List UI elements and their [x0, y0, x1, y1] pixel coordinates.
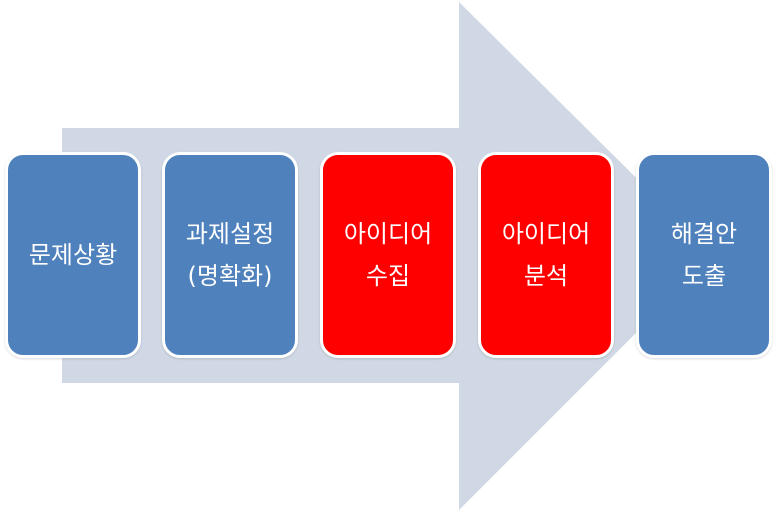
step-label-line: 해결안 — [670, 220, 738, 248]
step-box-idea-collection: 아이디어 수집 — [320, 152, 456, 358]
step-label-line: 수집 — [365, 262, 411, 290]
step-label-line: 분석 — [523, 262, 569, 290]
step-label-line: 아이디어 — [501, 220, 591, 248]
step-box-idea-analysis: 아이디어 분석 — [478, 152, 614, 358]
step-label-line: 도출 — [681, 262, 727, 290]
step-label-line: 아이디어 — [343, 220, 433, 248]
step-box-task-setting: 과제설정 (명확화) — [162, 152, 298, 358]
step-box-problem-situation: 문제상황 — [5, 152, 141, 358]
step-box-solution-derivation: 해결안 도출 — [636, 152, 772, 358]
step-label-line: (명확화) — [187, 262, 273, 290]
step-label-line: 과제설정 — [185, 220, 275, 248]
step-label-line: 문제상황 — [28, 241, 118, 269]
